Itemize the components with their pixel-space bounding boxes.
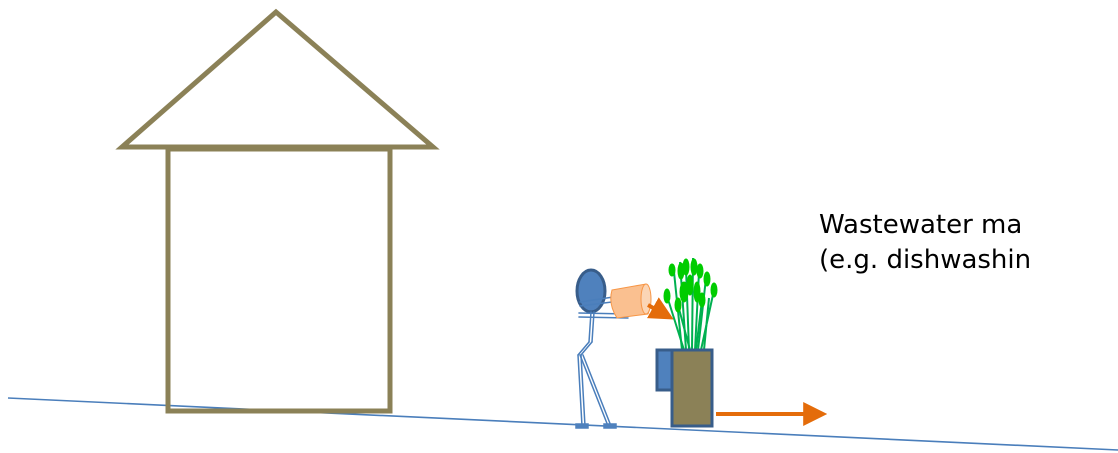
caption-line-1: Wastewater ma (819, 208, 1031, 243)
house-outline-icon (122, 12, 433, 411)
inflow-arrow (648, 305, 664, 314)
watering-can-icon (611, 284, 651, 318)
house-roof (122, 12, 433, 147)
wastewater-caption: Wastewater ma (e.g. dishwashin (819, 208, 1031, 278)
ground-line (8, 398, 1118, 450)
planter-body (672, 350, 712, 426)
caption-line-2: (e.g. dishwashin (819, 243, 1031, 278)
planter-box-icon (657, 350, 712, 426)
house-walls (168, 149, 390, 411)
plant-icon (664, 258, 717, 350)
